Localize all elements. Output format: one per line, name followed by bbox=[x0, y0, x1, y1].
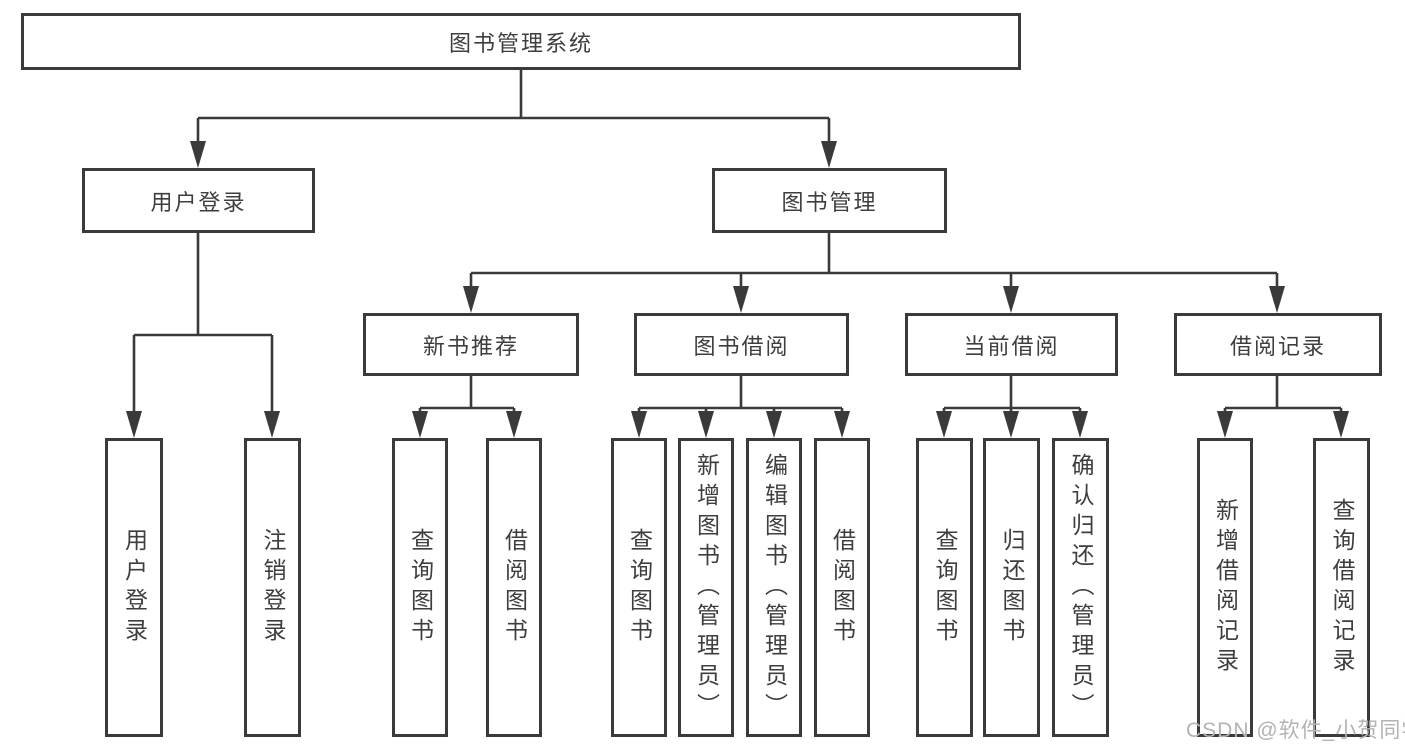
csdn-watermark: CSDN @软件_小贺同学 bbox=[1186, 719, 1405, 742]
node-book-management: 图书管理 bbox=[712, 168, 947, 233]
node-borrowing-records: 借阅记录 bbox=[1174, 313, 1382, 376]
arrowhead-down-icon bbox=[698, 411, 714, 438]
arrowhead-down-icon bbox=[1269, 286, 1285, 313]
arrowhead-down-icon bbox=[631, 411, 647, 438]
node-book-borrowing: 图书借阅 bbox=[634, 313, 849, 376]
leaf-query-books-recommendation: 查询图书 bbox=[392, 438, 448, 737]
leaf-confirm-return-admin: 确认归还（管理员） bbox=[1052, 438, 1109, 737]
leaf-add-books-admin: 新增图书（管理员） bbox=[678, 438, 734, 737]
arrowhead-down-icon bbox=[412, 411, 428, 438]
leaf-borrow-books-recommendation: 借阅图书 bbox=[486, 438, 542, 737]
leaf-logout: 注销登录 bbox=[244, 438, 301, 737]
arrowhead-down-icon bbox=[1333, 411, 1349, 438]
arrowhead-down-icon bbox=[126, 411, 142, 438]
node-root-library-system: 图书管理系统 bbox=[21, 13, 1021, 70]
arrowhead-down-icon bbox=[264, 411, 280, 438]
node-user-login: 用户登录 bbox=[82, 168, 315, 233]
leaf-query-books-current: 查询图书 bbox=[916, 438, 973, 737]
leaf-query-books-borrowing: 查询图书 bbox=[611, 438, 667, 737]
leaf-return-books: 归还图书 bbox=[983, 438, 1040, 737]
leaf-borrow-books: 借阅图书 bbox=[814, 438, 870, 737]
arrowhead-down-icon bbox=[1072, 411, 1088, 438]
arrowhead-down-icon bbox=[834, 411, 850, 438]
arrowhead-down-icon bbox=[821, 141, 837, 168]
leaf-add-borrow-record: 新增借阅记录 bbox=[1197, 438, 1253, 737]
node-new-book-recommendation: 新书推荐 bbox=[363, 313, 579, 376]
arrowhead-down-icon bbox=[1003, 411, 1019, 438]
arrowhead-down-icon bbox=[936, 411, 952, 438]
arrowhead-down-icon bbox=[463, 286, 479, 313]
leaf-edit-books-admin: 编辑图书（管理员） bbox=[746, 438, 802, 737]
node-current-borrowing: 当前借阅 bbox=[905, 313, 1118, 376]
arrowhead-down-icon bbox=[766, 411, 782, 438]
arrowhead-down-icon bbox=[1217, 411, 1233, 438]
arrowhead-down-icon bbox=[733, 286, 749, 313]
leaf-user-login: 用户登录 bbox=[105, 438, 163, 737]
arrowhead-down-icon bbox=[190, 141, 206, 168]
leaf-query-borrow-record: 查询借阅记录 bbox=[1313, 438, 1370, 737]
arrowhead-down-icon bbox=[506, 411, 522, 438]
arrowhead-down-icon bbox=[1003, 286, 1019, 313]
